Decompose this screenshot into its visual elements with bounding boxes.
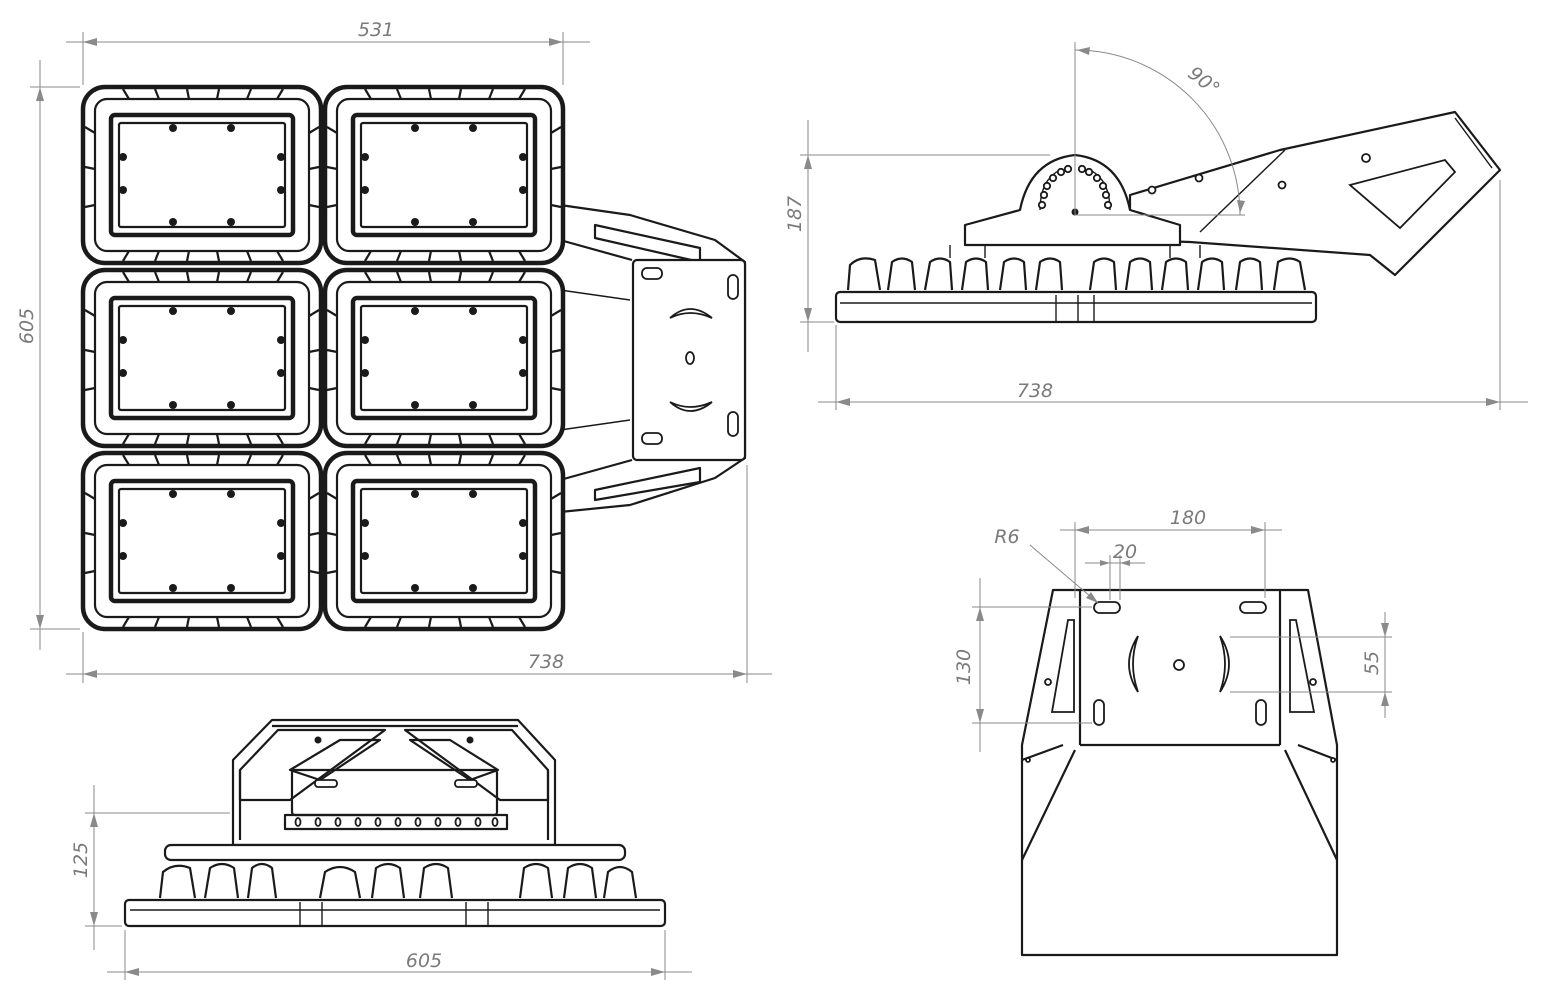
bottom-fins	[158, 862, 638, 899]
bracket-height-label: 130	[953, 649, 975, 685]
module-r3c1	[80, 450, 324, 632]
bottom-height-label: 125	[70, 842, 92, 878]
side-height-label: 187	[784, 196, 806, 232]
bracket-dimensions	[972, 522, 1392, 752]
bracket-arc-right	[1219, 635, 1230, 693]
bottom-hub-holes	[294, 817, 499, 827]
bracket-arc-label: 55	[1361, 651, 1383, 675]
front-height-label: 605	[16, 308, 38, 344]
bracket-slot-left	[1093, 601, 1121, 614]
front-bracket	[559, 203, 747, 514]
side-fins	[846, 257, 1307, 291]
front-overall-label: 738	[528, 651, 564, 673]
bottom-dimensions	[85, 785, 692, 980]
module-r1c2	[322, 84, 566, 266]
bracket-slot-right	[1239, 601, 1267, 614]
side-angle-label: 90°	[1184, 62, 1224, 100]
side-view: 90° 187 738	[784, 42, 1528, 410]
side-hub-holes	[1037, 164, 1113, 216]
bracket-arc-left	[1128, 635, 1139, 693]
side-length-label: 738	[1017, 380, 1053, 402]
front-view: 531 605 738	[16, 19, 772, 683]
module-r2c1	[80, 267, 324, 449]
bracket-slot-label: 20	[1113, 541, 1137, 563]
side-arm	[1128, 110, 1502, 277]
bottom-view: 125 605	[70, 718, 692, 980]
bottom-width-label: 605	[406, 950, 442, 972]
bracket-view: R6 180 20 130 55	[953, 507, 1392, 957]
module-r2c2	[322, 267, 566, 449]
module-r1c1	[80, 84, 324, 266]
side-base	[834, 290, 1318, 324]
bracket-radius-label: R6	[994, 526, 1019, 548]
side-dimensions	[800, 42, 1528, 410]
module-r3c2	[322, 450, 566, 632]
bracket-spacing-label: 180	[1170, 507, 1206, 529]
front-dimensions	[30, 32, 772, 683]
front-width-label: 531	[358, 19, 394, 41]
